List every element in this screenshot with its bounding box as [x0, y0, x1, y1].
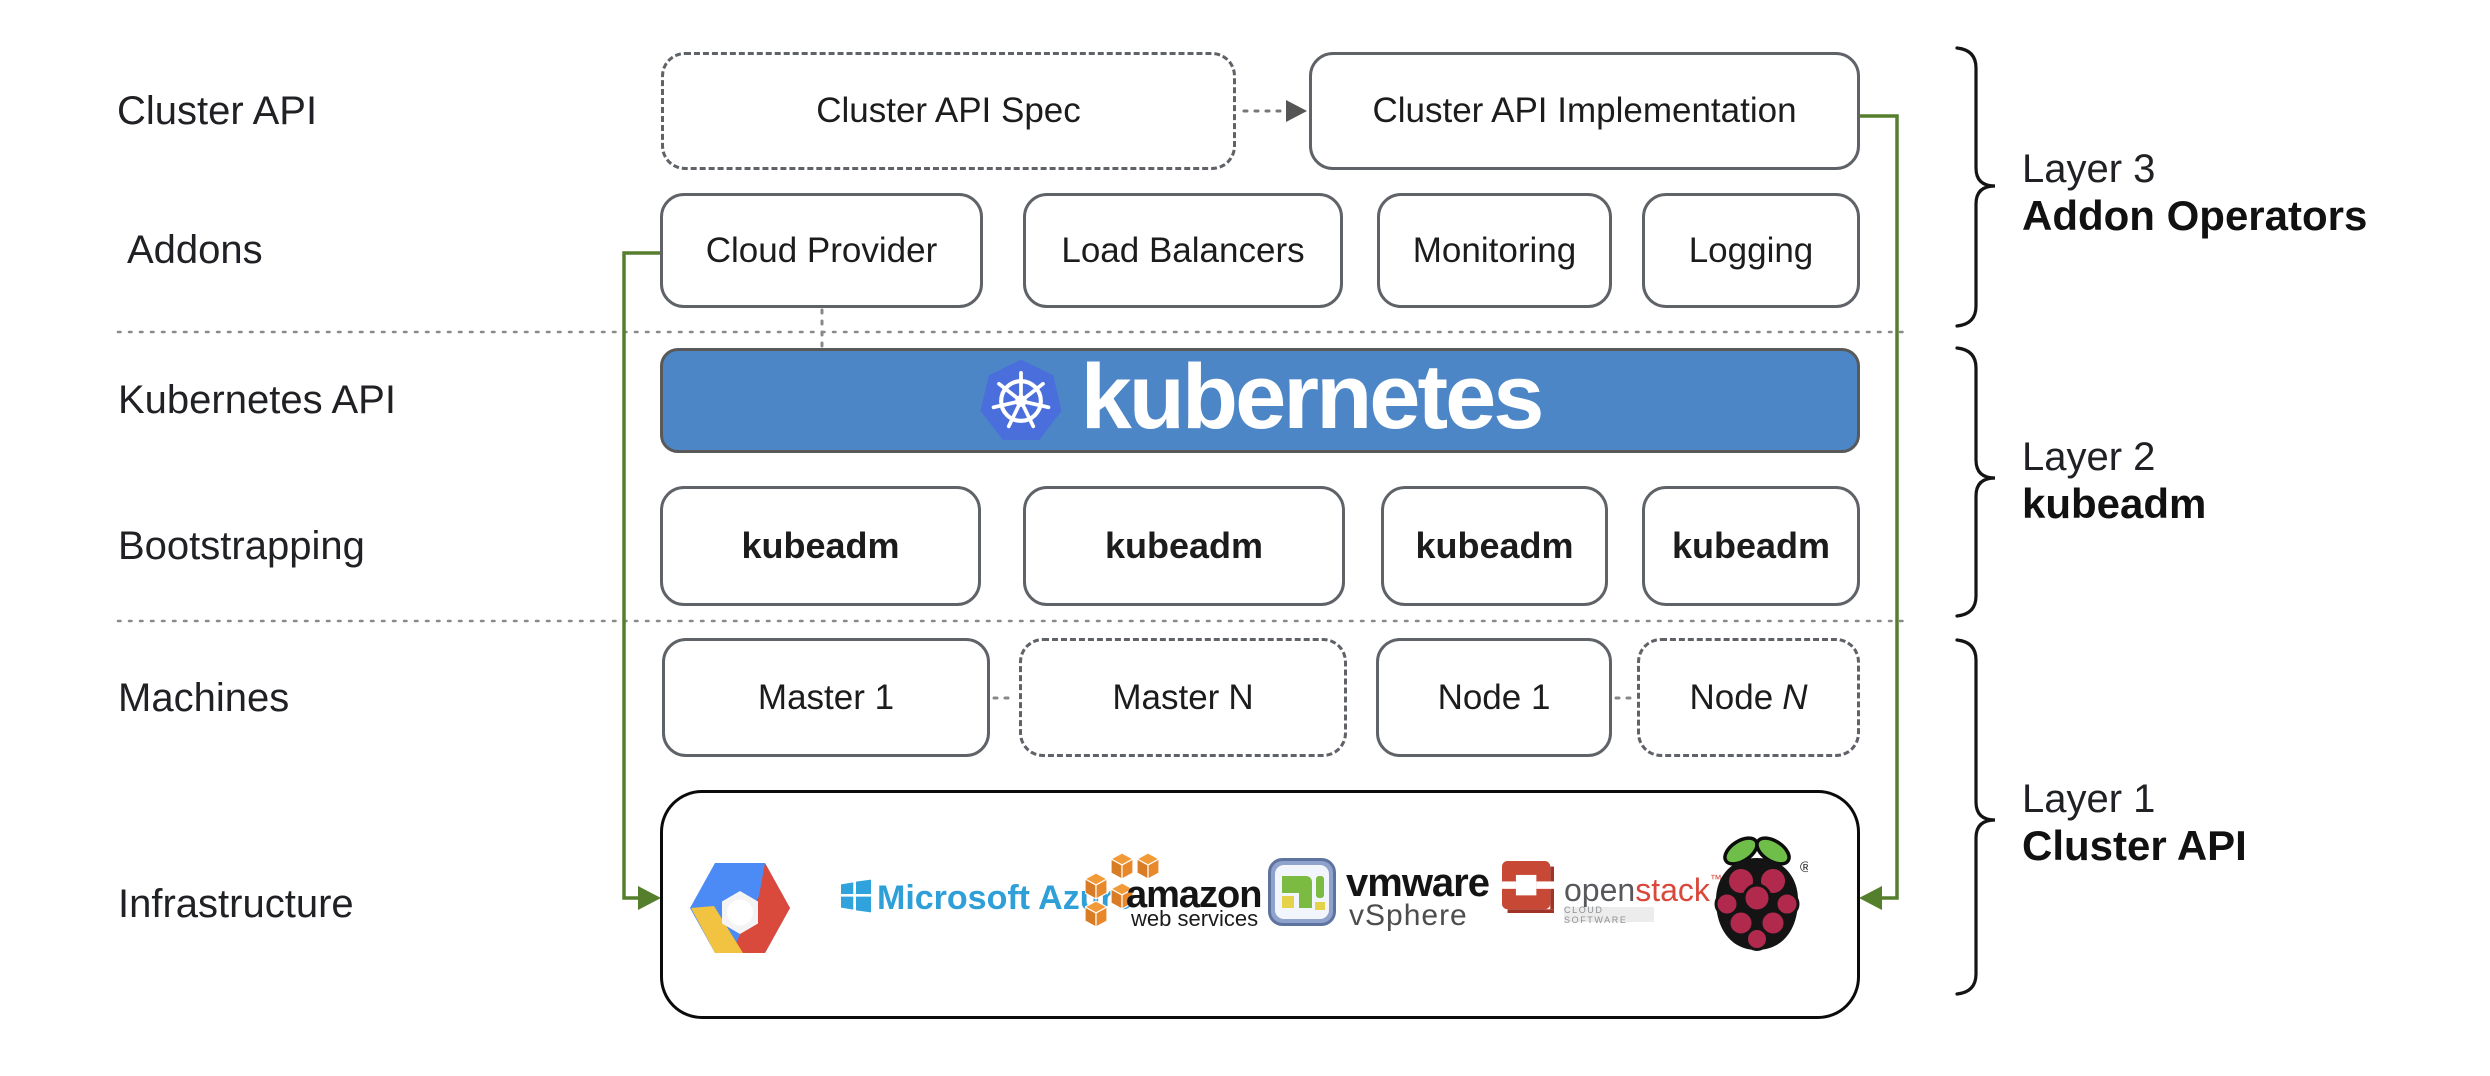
vmware-vsphere-logo-icon: [1268, 858, 1336, 926]
green-connector-right: [1860, 114, 1899, 900]
box-master-1: Master 1: [662, 638, 990, 757]
box-logging: Logging: [1642, 193, 1860, 308]
layer-2-subtitle: kubeadm: [2022, 480, 2207, 527]
box-cloud-provider-label: Cloud Provider: [705, 230, 938, 270]
layer-3-annotation: Layer 3 Addon Operators: [2022, 146, 2367, 240]
row-label-addons: Addons: [127, 228, 263, 272]
kubernetes-banner: kubernetes: [660, 348, 1860, 453]
raspberry-pi-registered-mark: ®: [1800, 859, 1808, 876]
row-label-bootstrapping: Bootstrapping: [118, 524, 365, 568]
layer-2-title: Layer 2: [2022, 435, 2156, 479]
box-master-n-suffix: N: [1228, 677, 1254, 717]
row-label-kubernetes-api: Kubernetes API: [118, 378, 396, 422]
box-kubeadm-2-label: kubeadm: [1104, 525, 1264, 566]
openstack-text-stack: stack: [1635, 872, 1710, 908]
box-cloud-provider: Cloud Provider: [660, 193, 983, 308]
box-kubeadm-3-label: kubeadm: [1415, 525, 1574, 566]
openstack-cloud-software-bar: CLOUD SOFTWARE: [1564, 904, 1654, 925]
google-cloud-logo-icon: [690, 863, 790, 953]
box-node-1-label: Node 1: [1437, 677, 1551, 717]
layer-1-annotation: Layer 1 Cluster API: [2022, 776, 2247, 870]
box-cluster-api-implementation-label: Cluster API Implementation: [1372, 91, 1797, 130]
box-node-n-suffix-italic: N: [1782, 677, 1808, 717]
aws-logo-text: amazon: [1126, 874, 1262, 916]
kubernetes-wordmark: kubernetes: [1080, 345, 1545, 448]
box-cluster-api-spec-label: Cluster API Spec: [816, 91, 1081, 130]
box-kubeadm-4: kubeadm: [1642, 486, 1860, 606]
layer-1-title: Layer 1: [2022, 777, 2156, 821]
layer-3-subtitle: Addon Operators: [2022, 192, 2368, 239]
layer-2-annotation: Layer 2 kubeadm: [2022, 434, 2206, 528]
box-cluster-api-spec: Cluster API Spec: [661, 52, 1236, 170]
openstack-logo-text: openstack™: [1564, 872, 1722, 909]
row-label-infrastructure: Infrastructure: [118, 882, 354, 926]
box-kubeadm-1-label: kubeadm: [741, 525, 900, 566]
openstack-logo-icon: [1502, 861, 1554, 913]
openstack-text-open: open: [1564, 872, 1636, 908]
box-logging-label: Logging: [1688, 230, 1814, 270]
brace-layer-1: [1955, 638, 1996, 996]
green-arrowhead-left-icon: [638, 886, 661, 910]
openstack-trademark: ™: [1709, 872, 1722, 886]
box-node-1: Node 1: [1376, 638, 1612, 757]
box-kubeadm-4-label: kubeadm: [1671, 525, 1831, 566]
box-node-n-label: Node: [1689, 677, 1774, 717]
box-master-n: Master N: [1019, 638, 1347, 757]
aws-logo-subtext: web services: [1131, 906, 1259, 931]
green-connector-left: [622, 251, 660, 900]
box-monitoring-label: Monitoring: [1412, 230, 1577, 270]
box-kubeadm-3: kubeadm: [1381, 486, 1608, 606]
brace-layer-3: [1955, 46, 1996, 328]
layer-3-title: Layer 3: [2022, 147, 2156, 191]
box-node-n: Node N: [1637, 638, 1860, 757]
box-master-n-label: Master: [1112, 677, 1220, 717]
brace-layer-2: [1955, 346, 1996, 618]
box-load-balancers-label: Load Balancers: [1061, 230, 1305, 270]
kubernetes-logo-icon: [980, 359, 1062, 440]
box-kubeadm-2: kubeadm: [1023, 486, 1345, 606]
openstack-logo-subtext: CLOUD SOFTWARE: [1564, 904, 1628, 925]
azure-window-logo-icon: [841, 879, 871, 913]
row-label-machines: Machines: [118, 676, 290, 720]
aws-cubes-logo-icon: [1085, 853, 1161, 929]
layer-1-subtitle: Cluster API: [2022, 822, 2247, 869]
box-kubeadm-1: kubeadm: [660, 486, 981, 606]
box-monitoring: Monitoring: [1377, 193, 1612, 308]
vsphere-logo-subtext: vSphere: [1349, 899, 1468, 932]
box-cluster-api-implementation: Cluster API Implementation: [1309, 52, 1860, 170]
row-label-cluster-api: Cluster API: [117, 89, 318, 133]
box-load-balancers: Load Balancers: [1023, 193, 1343, 308]
vmware-logo-text: vmware: [1346, 861, 1490, 905]
raspberry-pi-logo-icon: ®: [1714, 836, 1808, 951]
green-arrowhead-right-icon: [1859, 886, 1882, 910]
box-master-1-label: Master 1: [757, 677, 895, 717]
spec-to-implementation-arrowhead-icon: [1286, 100, 1307, 122]
